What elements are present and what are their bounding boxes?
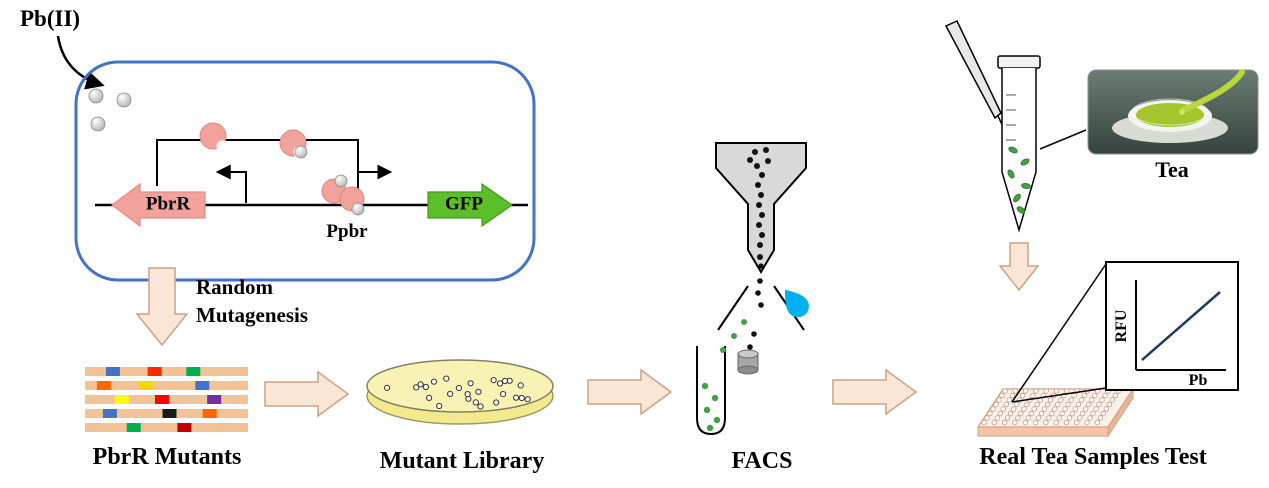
gfp-gene-arrow <box>427 182 514 228</box>
inset-graph <box>1105 261 1239 391</box>
tube-cells <box>1007 146 1031 214</box>
random-mutagenesis-arrow <box>135 267 189 347</box>
pbrr-mutants-caption: PbrR Mutants <box>92 444 242 470</box>
magnifier-lines <box>1011 263 1107 403</box>
facs-funnel <box>715 142 807 274</box>
pbrr-gene-label: PbrR <box>145 193 191 215</box>
random-mutagenesis-label-line2: Mutagenesis <box>196 303 308 327</box>
arrow-to-plate <box>998 242 1040 292</box>
facs-caption: FACS <box>731 448 793 474</box>
tea-photo <box>1087 69 1259 155</box>
petri-dish <box>366 359 554 425</box>
colonies <box>384 375 531 410</box>
gfp-gene-label: GFP <box>445 193 483 215</box>
mutant-library-caption: Mutant Library <box>379 448 545 474</box>
cell-stream <box>747 147 771 308</box>
cell-membrane <box>74 60 536 282</box>
tea-label: Tea <box>1155 157 1189 182</box>
promoter-bracket <box>156 139 359 200</box>
pbrr-gene-arrow <box>111 182 206 228</box>
pbrr-promoter-arrow <box>215 164 247 203</box>
sample-tube <box>997 55 1041 233</box>
arrow-to-facs <box>587 368 673 416</box>
rfu-axis-label: RFU <box>1113 309 1131 343</box>
waste-cylinder <box>737 349 759 375</box>
random-mutagenesis-label-line1: Random <box>196 275 274 299</box>
leader-line <box>1039 129 1087 150</box>
sorted-cells <box>701 319 757 432</box>
mutant-dna-bars <box>85 367 248 432</box>
arrow-to-test <box>832 368 918 416</box>
real-tea-caption: Real Tea Samples Test <box>979 444 1207 470</box>
plate-wells <box>981 388 1121 426</box>
sheath-droplet <box>784 289 809 318</box>
collection-tube <box>696 346 726 436</box>
graph-trend-line <box>1141 291 1221 361</box>
pb-entry-arrow <box>56 35 105 90</box>
ppbr-label: Ppbr <box>326 221 368 242</box>
pb-ion <box>88 88 132 132</box>
pbrr-protein <box>199 122 365 216</box>
arrow-to-library <box>264 370 350 418</box>
pb-ii-label: Pb(II) <box>20 6 81 31</box>
pb-axis-label: Pb <box>1188 372 1208 389</box>
